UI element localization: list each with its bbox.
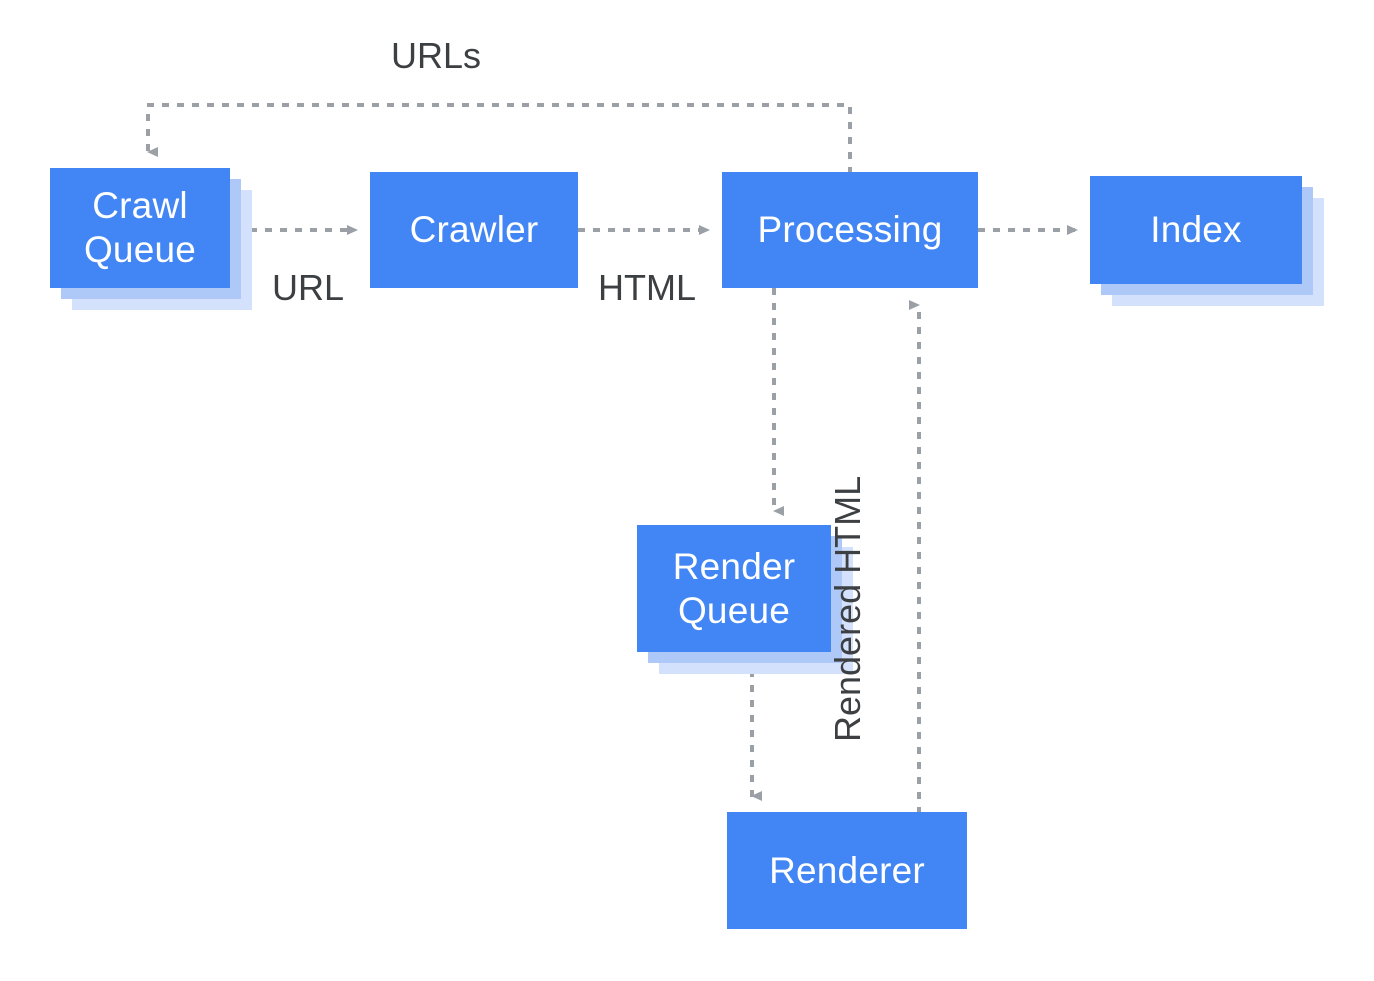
processing-card: Processing [722, 172, 978, 288]
node-crawl-queue[interactable]: Crawl Queue [50, 168, 252, 310]
node-processing[interactable]: Processing [722, 172, 978, 288]
node-index[interactable]: Index [1090, 176, 1324, 306]
crawl-queue-label: Crawl Queue [83, 185, 197, 270]
renderer-card: Renderer [727, 812, 967, 929]
edge-label-url: URL [272, 267, 345, 308]
processing-label: Processing [757, 209, 943, 251]
edge-label-urls: URLs [391, 35, 482, 76]
edge-label-html: HTML [598, 267, 696, 308]
crawl-queue-card: Crawl Queue [50, 168, 230, 288]
crawler-label: Crawler [409, 209, 539, 251]
edge-label-rendered-html: Rendered HTML [827, 475, 868, 742]
render-queue-card: Render Queue [637, 525, 831, 652]
node-renderer[interactable]: Renderer [727, 812, 967, 929]
crawler-card: Crawler [370, 172, 578, 288]
renderer-label: Renderer [769, 849, 925, 891]
index-card: Index [1090, 176, 1302, 284]
node-render-queue[interactable]: Render Queue [637, 525, 853, 674]
index-label: Index [1150, 209, 1242, 251]
node-crawler[interactable]: Crawler [370, 172, 578, 288]
edge-processing-to-crawl-queue [146, 103, 852, 174]
render-queue-label: Render Queue [672, 545, 796, 631]
